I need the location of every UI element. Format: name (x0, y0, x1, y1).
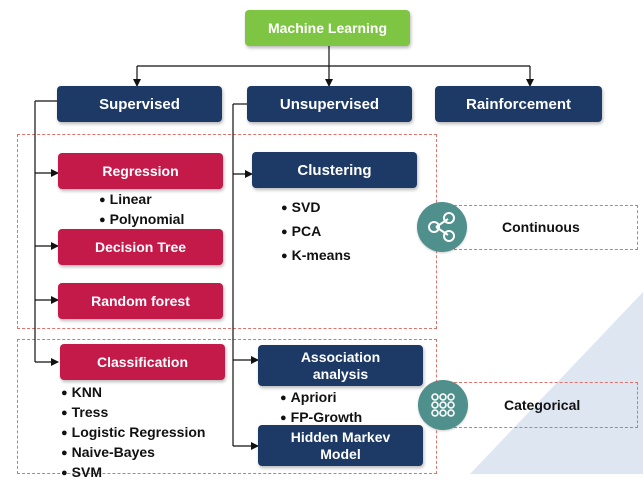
continuous-circle (417, 202, 467, 252)
list-item: SVD (281, 196, 351, 220)
list-item: Polynomial (99, 210, 185, 230)
list-item: SVM (61, 463, 205, 483)
classification-node: Classification (60, 344, 225, 380)
random-forest-node: Random forest (58, 283, 223, 319)
continuous-label: Continuous (502, 219, 580, 235)
association-analysis-node: Association analysis (258, 345, 423, 386)
categorical-label: Categorical (504, 397, 581, 413)
regression-list: Linear Polynomial (99, 190, 185, 230)
list-item: Naive-Bayes (61, 443, 205, 463)
decision-tree-label: Decision Tree (94, 238, 187, 255)
share-icon (428, 212, 455, 242)
classification-label: Classification (96, 353, 189, 370)
list-item: Tress (61, 403, 205, 423)
list-item: Apriori (280, 388, 362, 408)
association-list: Apriori FP-Growth (280, 388, 363, 428)
hidden-markov-model-node: Hidden Markev Model (258, 425, 423, 466)
classification-list: KNN Tress Logistic Regression Naive-Baye… (61, 383, 206, 483)
unsupervised-label: Unsupervised (279, 95, 380, 113)
list-item: Linear (99, 190, 184, 210)
random-forest-label: Random forest (91, 292, 190, 309)
machine-learning-label: Machine Learning (267, 19, 388, 36)
association-label-line2: analysis (312, 365, 369, 382)
clustering-label: Clustering (297, 161, 372, 179)
regression-label: Regression (102, 162, 179, 179)
hmm-label-line2: Model (320, 445, 361, 462)
list-item: Logistic Regression (61, 423, 206, 443)
reinforcement-label: Rainforcement (465, 95, 572, 113)
list-item: KNN (61, 383, 205, 403)
reinforcement-node: Rainforcement (435, 86, 602, 122)
list-item: PCA (281, 220, 351, 244)
supervised-label: Supervised (99, 95, 180, 113)
hmm-label-line1: Hidden Markev (290, 428, 391, 445)
association-label-line1: Association (300, 348, 381, 365)
list-item: K-means (281, 244, 351, 268)
categorical-circle (418, 380, 468, 430)
dot-grid-icon (431, 393, 455, 417)
supervised-node: Supervised (57, 86, 222, 122)
regression-node: Regression (58, 153, 223, 189)
clustering-list: SVD PCA K-means (281, 196, 351, 268)
decision-tree-node: Decision Tree (58, 229, 223, 265)
unsupervised-node: Unsupervised (247, 86, 412, 122)
list-item: FP-Growth (280, 408, 363, 428)
machine-learning-node: Machine Learning (245, 10, 410, 46)
clustering-node: Clustering (252, 152, 417, 188)
